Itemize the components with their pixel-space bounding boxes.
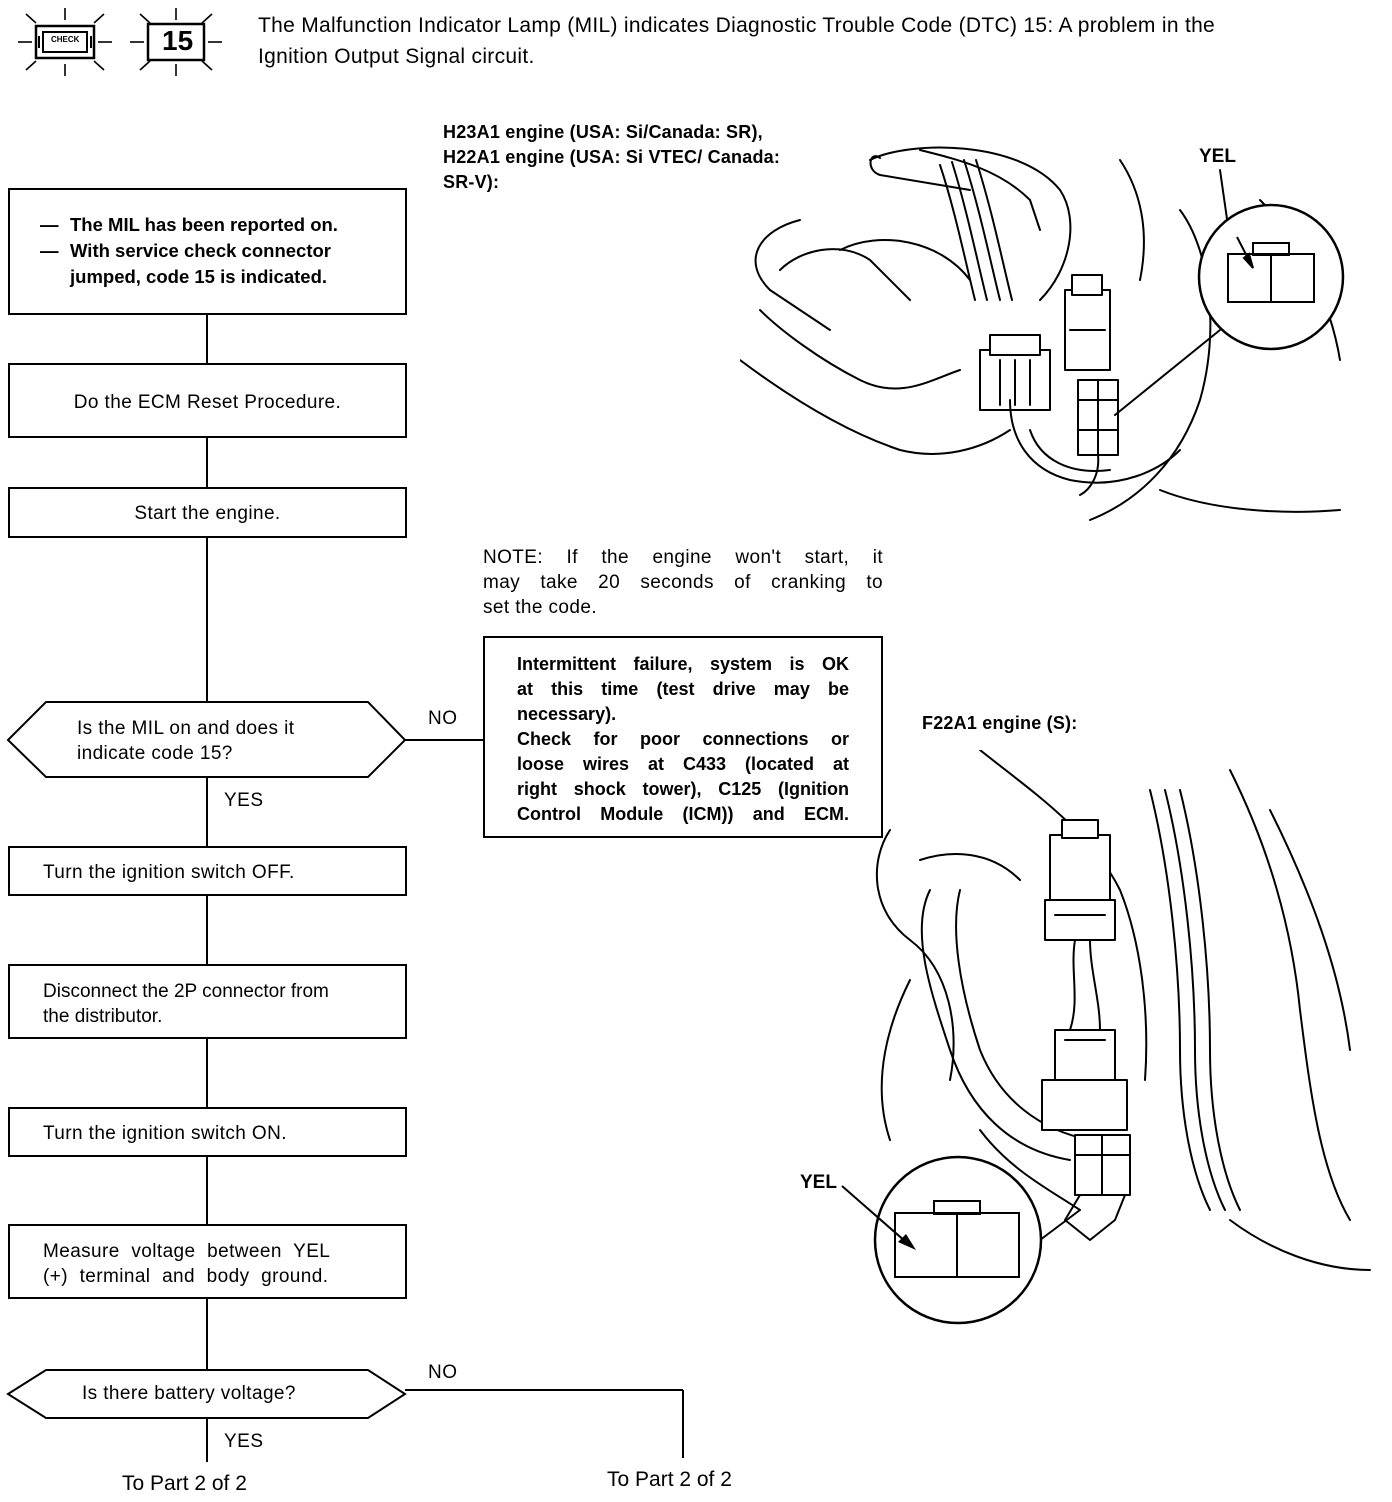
step-ignition-on: Turn the ignition switch ON. — [8, 1107, 407, 1157]
step-disconnect-line-2: the distributor. — [43, 1006, 163, 1027]
intermittent-failure-box: Intermittent failure, system is OK at th… — [483, 636, 883, 838]
decision-2-line: Is there battery voltage? — [82, 1383, 296, 1404]
start-box-line-1: The MIL has been reported on. — [70, 214, 338, 235]
decision-2-text: Is there battery voltage? — [82, 1381, 296, 1406]
start-box: —The MIL has been reported on. —With ser… — [8, 188, 407, 315]
step-ecm-reset: Do the ECM Reset Procedure. — [8, 363, 407, 438]
title-line-1: The Malfunction Indicator Lamp (MIL) ind… — [258, 14, 1216, 37]
note-line-2: may take 20 seconds of cranking to — [483, 572, 883, 593]
top-yel-label: YEL — [1199, 146, 1236, 167]
step-disconnect-connector: Disconnect the 2P connector from the dis… — [8, 964, 407, 1039]
start-box-line-3: jumped, code 15 is indicated. — [70, 266, 328, 287]
dtc-code-badge-icon: 15 — [126, 6, 226, 76]
step-ignition-on-text: Turn the ignition switch ON. — [43, 1123, 287, 1144]
title-line-2: Ignition Output Signal circuit. — [258, 45, 535, 68]
bottom-yel-label: YEL — [800, 1172, 837, 1193]
step-measure-line-2: (+) terminal and body ground. — [43, 1266, 329, 1287]
step-start-engine: Start the engine. — [8, 487, 407, 538]
intermittent-line-2: at this time (test drive may be — [517, 679, 849, 699]
intermittent-line-4: Check for poor connections or — [517, 729, 849, 749]
intermittent-line-7: Control Module (ICM)) and ECM. — [517, 804, 849, 824]
intermittent-line-5: loose wires at C433 (located at — [517, 754, 849, 774]
decision-1-yes-label: YES — [224, 790, 264, 811]
bottom-illustration-caption: F22A1 engine (S): — [922, 713, 1078, 733]
step-measure-voltage: Measure voltage between YEL (+) terminal… — [8, 1224, 407, 1299]
check-engine-icon: CHECK — [8, 6, 123, 76]
intermittent-line-3: necessary). — [517, 704, 617, 724]
top-caption-line-1: H23A1 engine (USA: Si/Canada: SR), — [443, 122, 763, 142]
step-ignition-off-text: Turn the ignition switch OFF. — [43, 862, 295, 883]
decision-1-text: Is the MIL on and does it indicate code … — [77, 716, 397, 766]
decision-1-line-2: indicate code 15? — [77, 743, 233, 764]
engine-start-note: NOTE: If the engine won't start, it may … — [483, 545, 883, 620]
page-title: The Malfunction Indicator Lamp (MIL) ind… — [258, 10, 1388, 72]
step-ignition-off: Turn the ignition switch OFF. — [8, 846, 407, 896]
top-caption-line-2: H22A1 engine (USA: Si VTEC/ Canada: — [443, 147, 781, 167]
decision-2-no-label: NO — [428, 1362, 458, 1383]
check-badge-label: CHECK — [51, 35, 80, 44]
distributor-connector-illustration — [740, 146, 1345, 521]
dtc-code-number: 15 — [162, 25, 194, 56]
decision-1-no-label: NO — [428, 708, 458, 729]
step-ecm-reset-text: Do the ECM Reset Procedure. — [73, 392, 342, 413]
note-line-3: set the code. — [483, 597, 597, 618]
decision-1-shape — [6, 701, 407, 778]
decision-1-line-1: Is the MIL on and does it — [77, 718, 295, 739]
intermittent-line-6: right shock tower), C125 (Ignition — [517, 779, 849, 799]
top-caption-line-3: SR-V): — [443, 172, 500, 192]
top-illustration-caption: H23A1 engine (USA: Si/Canada: SR), H22A1… — [443, 120, 780, 195]
decision-2-shape — [6, 1369, 407, 1419]
start-box-line-2: With service check connector — [70, 240, 331, 261]
step-start-engine-text: Start the engine. — [134, 503, 281, 524]
icm-connector-illustration — [873, 750, 1371, 1325]
step-measure-line-1: Measure voltage between YEL — [43, 1241, 331, 1262]
decision-2-yes-label: YES — [224, 1431, 264, 1452]
step-disconnect-line-1: Disconnect the 2P connector from — [43, 981, 329, 1002]
to-part-2-right: To Part 2 of 2 — [607, 1468, 732, 1491]
bottom-yel-pointer-arrow — [841, 1185, 916, 1250]
note-line-1: NOTE: If the engine won't start, it — [483, 547, 883, 568]
to-part-2-left: To Part 2 of 2 — [122, 1472, 247, 1495]
intermittent-line-1: Intermittent failure, system is OK — [517, 654, 849, 674]
